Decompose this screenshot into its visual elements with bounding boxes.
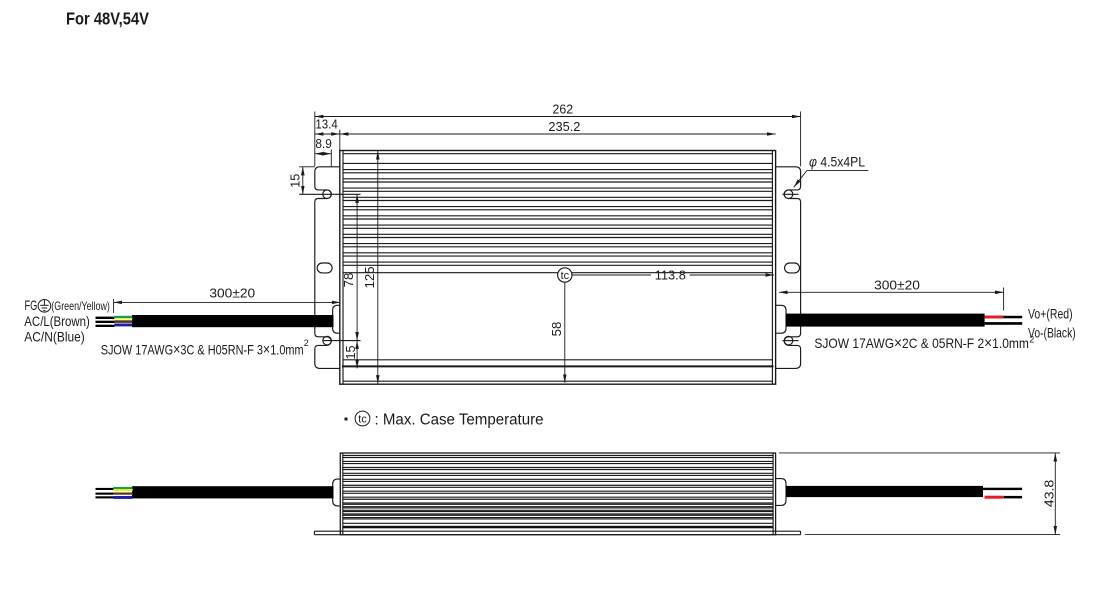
svg-text:2: 2	[1029, 334, 1034, 344]
svg-text:13.4: 13.4	[315, 117, 337, 132]
svg-text:SJOW 17AWG×3C & H05RN-F 3×1.0m: SJOW 17AWG×3C & H05RN-F 3×1.0mm	[101, 342, 304, 359]
svg-text:AC/N(Blue): AC/N(Blue)	[24, 330, 85, 345]
svg-text:φ 4.5x4PL: φ 4.5x4PL	[809, 155, 865, 170]
svg-text:SJOW 17AWG×2C & 05RN-F 2×1.0mm: SJOW 17AWG×2C & 05RN-F 2×1.0mm	[814, 335, 1029, 352]
svg-text:235.2: 235.2	[548, 119, 580, 134]
svg-text:2: 2	[304, 338, 309, 348]
svg-text:8.9: 8.9	[315, 136, 332, 151]
svg-text:AC/L(Brown): AC/L(Brown)	[24, 314, 90, 329]
svg-text:43.8: 43.8	[1041, 480, 1056, 508]
svg-text:tc: tc	[358, 413, 367, 425]
svg-text:Vo-(Black): Vo-(Black)	[1028, 325, 1076, 340]
svg-text:262: 262	[553, 101, 574, 116]
svg-text:Vo+(Red): Vo+(Red)	[1028, 307, 1073, 322]
svg-text:FG: FG	[25, 298, 38, 313]
svg-text:tc: tc	[561, 270, 570, 282]
svg-text:125: 125	[362, 266, 377, 288]
svg-text:15: 15	[288, 174, 303, 188]
svg-text:(Green/Yellow): (Green/Yellow)	[51, 299, 110, 313]
svg-text:300±20: 300±20	[874, 278, 920, 293]
svg-text:: Max. Case Temperature: : Max. Case Temperature	[375, 412, 544, 429]
svg-text:113.8: 113.8	[655, 268, 686, 283]
svg-text:For 48V,54V: For 48V,54V	[66, 9, 149, 29]
svg-text:300±20: 300±20	[209, 286, 255, 301]
svg-text:15: 15	[343, 346, 358, 360]
svg-text:78: 78	[341, 273, 356, 288]
svg-text:58: 58	[549, 322, 564, 337]
